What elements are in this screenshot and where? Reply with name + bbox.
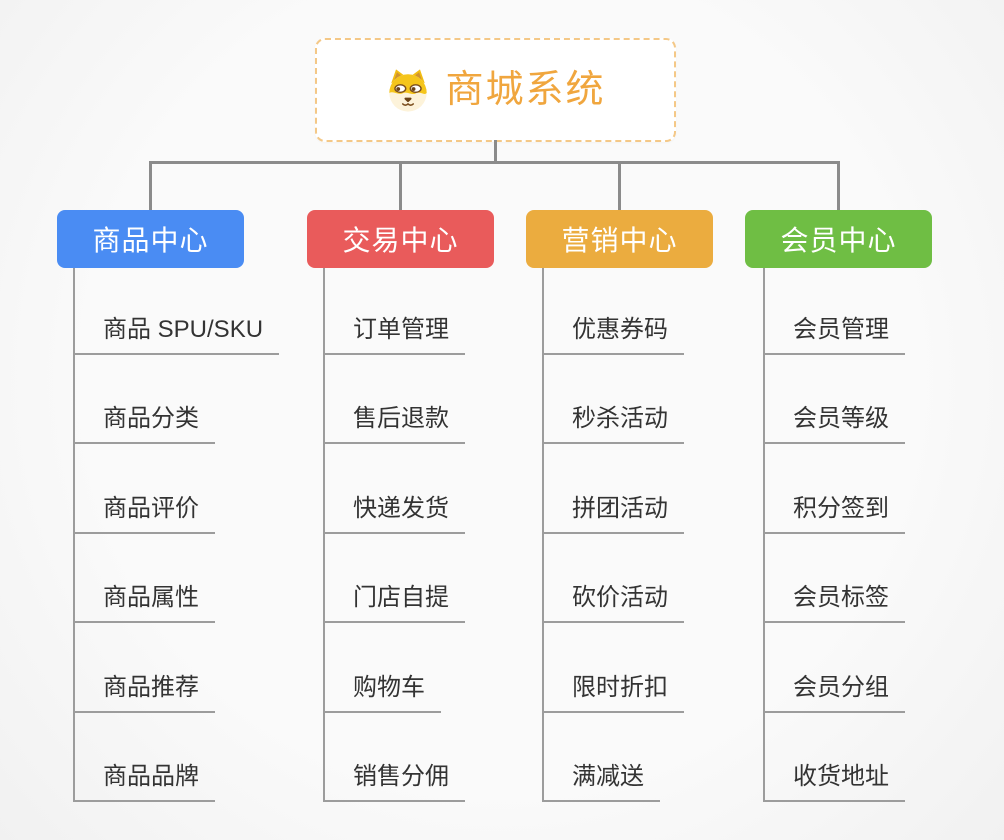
leaf-node[interactable]: 商品 SPU/SKU [73,315,280,355]
branch-trunk-line [323,268,325,802]
leaf-node[interactable]: 收货地址 [763,762,905,802]
leaf-node[interactable]: 优惠券码 [542,315,684,355]
leaf-node[interactable]: 快递发货 [323,494,465,534]
leaf-node[interactable]: 会员等级 [763,404,905,444]
branch-node-3[interactable]: 会员中心 [745,210,932,268]
branch-label: 会员中心 [780,225,897,256]
branch-node-1[interactable]: 交易中心 [307,210,494,268]
branch-node-0[interactable]: 商品中心 [57,210,244,268]
leaf-node[interactable]: 会员标签 [763,583,905,623]
leaf-node[interactable]: 满减送 [542,762,660,802]
leaf-node[interactable]: 砍价活动 [542,583,684,623]
connector-drop [399,161,402,210]
connector-horizontal-bar [149,161,840,164]
leaf-node[interactable]: 商品分类 [73,404,215,444]
leaf-node[interactable]: 售后退款 [323,404,465,444]
connector-drop [837,161,840,210]
branch-node-2[interactable]: 营销中心 [526,210,713,268]
connector-drop [149,161,152,210]
branch-trunk-line [763,268,765,802]
branch-trunk-line [73,268,75,802]
leaf-node[interactable]: 拼团活动 [542,494,684,534]
leaf-node[interactable]: 会员分组 [763,673,905,713]
root-node[interactable]: 商城系统 [315,38,676,142]
dog-icon [389,69,428,112]
leaf-node[interactable]: 积分签到 [763,494,905,534]
connector-drop [618,161,621,210]
leaf-node[interactable]: 商品推荐 [73,673,215,713]
leaf-node[interactable]: 限时折扣 [542,673,684,713]
leaf-node[interactable]: 订单管理 [323,315,465,355]
leaf-node[interactable]: 门店自提 [323,583,465,623]
connector-root-stem [494,140,497,162]
leaf-node[interactable]: 销售分佣 [323,762,465,802]
leaf-node[interactable]: 会员管理 [763,315,905,355]
root-title: 商城系统 [445,69,606,111]
leaf-node[interactable]: 秒杀活动 [542,404,684,444]
branch-trunk-line [542,268,544,802]
leaf-node[interactable]: 商品属性 [73,583,215,623]
leaf-node[interactable]: 购物车 [323,673,441,713]
branch-label: 营销中心 [561,225,678,256]
branch-label: 交易中心 [342,225,459,256]
branch-label: 商品中心 [92,225,209,256]
leaf-node[interactable]: 商品品牌 [73,762,215,802]
leaf-node[interactable]: 商品评价 [73,494,215,534]
